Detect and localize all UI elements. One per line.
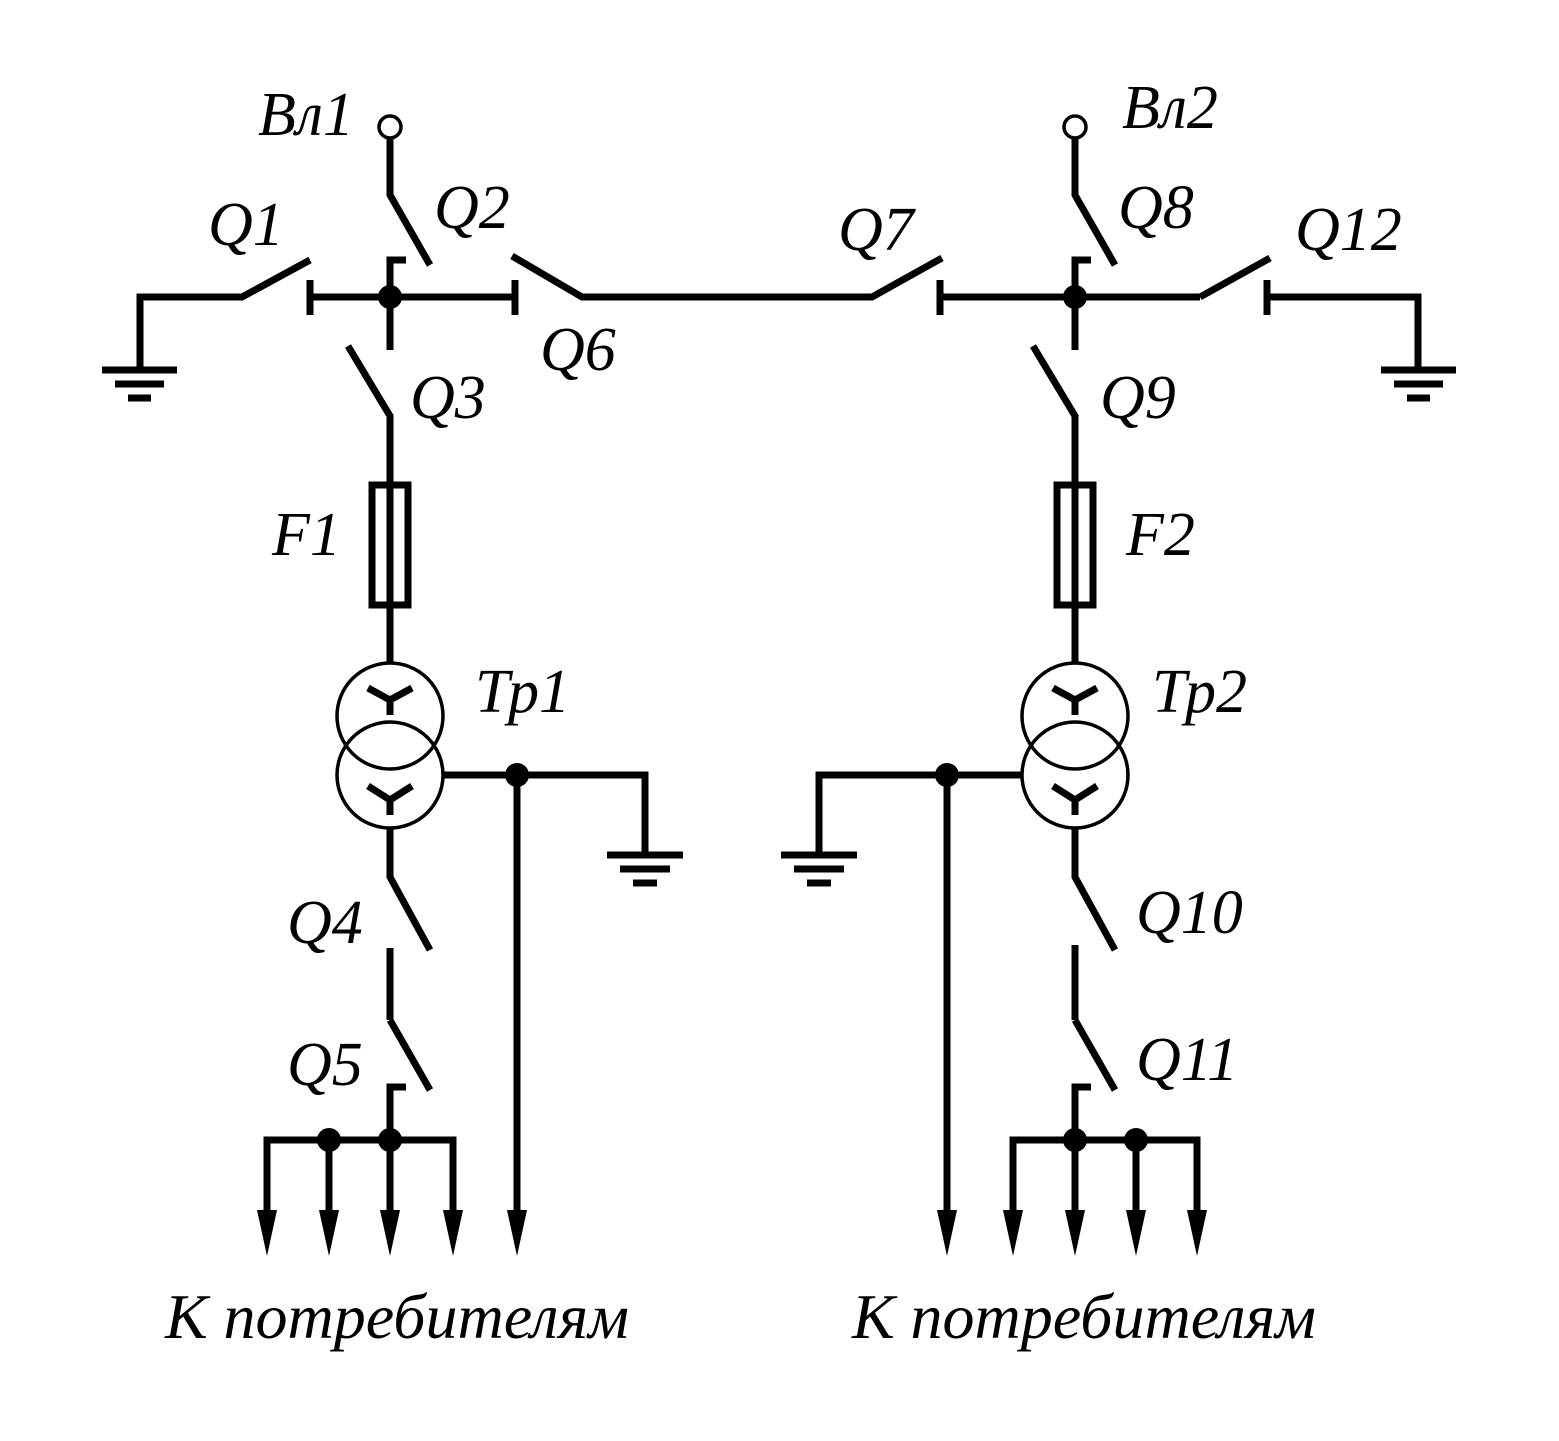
label-q11: Q11: [1136, 1026, 1238, 1094]
label-line1: Вл1: [258, 81, 354, 149]
label-q1: Q1: [208, 191, 284, 259]
tr2-transformer: [1020, 661, 1130, 830]
label-q9: Q9: [1100, 364, 1176, 432]
label-f2: F2: [1125, 501, 1195, 569]
ground-left-top: [102, 366, 177, 402]
tr1-neutral: [443, 763, 649, 1215]
label-q8: Q8: [1118, 174, 1194, 242]
label-q5: Q5: [287, 1031, 363, 1099]
right-consumer-bus: [1009, 1128, 1201, 1215]
q3-disconnector: [344, 344, 394, 485]
f1-fuse: [368, 481, 412, 663]
left-consumer-bus: [263, 1128, 457, 1215]
ground-tr2: [781, 851, 857, 887]
q9-disconnector: [1029, 344, 1079, 485]
q11-switch: [1071, 1018, 1119, 1140]
label-f1: F1: [271, 501, 341, 569]
tr1-transformer: [335, 661, 445, 830]
left-consumer-arrows: [257, 1210, 527, 1256]
q5-switch: [386, 1018, 434, 1140]
tr2-neutral: [815, 763, 1022, 1215]
q12-earthing-switch: [1198, 254, 1422, 370]
right-node-bus: [940, 256, 1200, 350]
line2-terminal: [1062, 114, 1119, 267]
label-q2: Q2: [434, 174, 510, 242]
label-consumers-right: К потребителям: [851, 1281, 1316, 1352]
left-node-bus: [310, 256, 519, 350]
right-consumer-arrows: [937, 1210, 1207, 1256]
label-consumers-left: К потребителям: [164, 1281, 629, 1352]
label-q12: Q12: [1295, 196, 1402, 264]
q1-earthing-switch: [136, 256, 314, 370]
label-tr2: Тр2: [1152, 658, 1247, 726]
label-line2: Вл2: [1122, 74, 1218, 142]
tr2-wye-primary: [1051, 684, 1099, 715]
ground-tr1: [607, 851, 683, 887]
f2-fuse: [1053, 481, 1097, 663]
label-q4: Q4: [287, 889, 363, 957]
q4-disconnector: [386, 828, 434, 1020]
label-q7: Q7: [838, 196, 917, 264]
tr2-wye-secondary: [1051, 783, 1099, 815]
tr1-wye-secondary: [366, 783, 414, 815]
label-tr1: Тр1: [475, 658, 570, 726]
tr1-wye-primary: [366, 684, 414, 715]
q10-disconnector: [1071, 828, 1119, 1020]
label-q3: Q3: [410, 364, 486, 432]
line1-terminal: [377, 114, 434, 267]
label-q6: Q6: [540, 316, 616, 384]
q6-q7-tie-line: [510, 252, 944, 315]
ground-right-top: [1381, 366, 1456, 402]
label-q10: Q10: [1136, 879, 1243, 947]
